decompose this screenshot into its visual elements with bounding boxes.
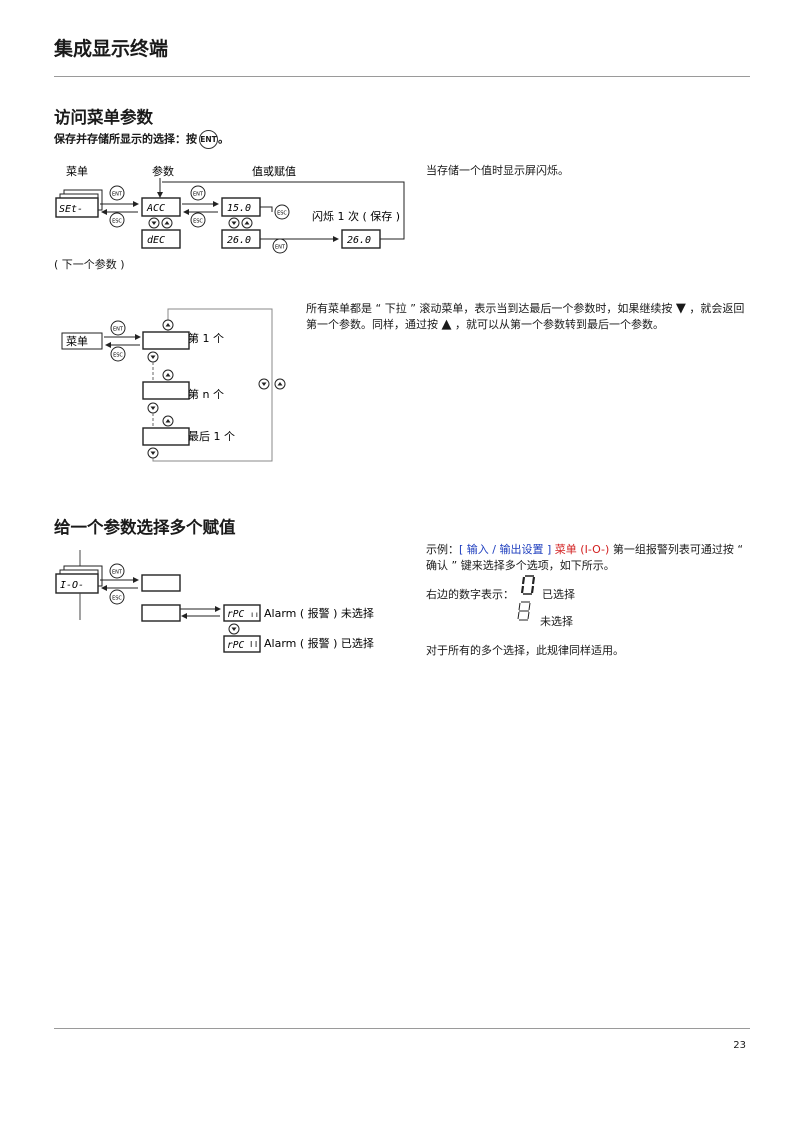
label-value: 值或赋值 (252, 165, 296, 178)
svg-text:ı ı: ı ı (251, 610, 258, 619)
svg-text:ESC: ESC (113, 353, 123, 359)
scroll-desc-c: ，就可以从第一个参数转到最后一个参数。 (455, 318, 664, 331)
digit-intro: 右边的数字表示： (426, 588, 514, 601)
example-rest: 第一组报警列表可通过按 “ 确认 ” 键来选择多个选项，如下所示。 (426, 543, 744, 572)
ent-icon (109, 185, 125, 201)
esc-icon (109, 212, 125, 228)
footer-rule (54, 1028, 750, 1029)
section1-heading: 访问菜单参数 (54, 108, 153, 127)
svg-text:ESC: ESC (112, 219, 122, 225)
dec-display (141, 229, 181, 249)
multi-select-diagram: I-O- ENT ESC rPC ı ı Alarm ( 报警 ) 未选择 rP… (55, 550, 374, 653)
acc-display-text: ACC (146, 203, 165, 214)
menu-display (55, 197, 99, 218)
first-param-box (142, 331, 190, 350)
svg-text:ENT: ENT (112, 570, 123, 576)
svg-text:ESC: ESC (112, 596, 122, 602)
down-triangle-icon: ▼ (675, 301, 686, 316)
label-menu: 菜单 (66, 165, 88, 178)
svg-text:ENT: ENT (112, 192, 123, 198)
value-display-1-text: 15.0 (227, 203, 251, 214)
example-menu-path: [ 输入 / 输出设置 ] (459, 543, 552, 556)
menu-box-label: 菜单 (66, 335, 88, 348)
example-text: 示例：[ 输入 / 输出设置 ] 菜单 (I-O-) 第一组报警列表可通过按 “… (426, 542, 756, 574)
alarm-not-selected: Alarm ( 报警 ) 未选择 (264, 606, 374, 620)
flash-label: 闪烁 1 次 ( 保存 ) (312, 209, 400, 223)
esc-icon (110, 346, 126, 362)
svg-text:ENT: ENT (275, 245, 286, 251)
dec-display-text: dEC (147, 235, 165, 246)
instruction-text: 保存并存储所显示的选择：按 (54, 132, 197, 146)
not-selected-label: 未选择 (540, 615, 573, 628)
last-param-box (142, 427, 190, 446)
flash-note: 当存储一个值时显示屏闪烁。 (426, 164, 569, 177)
scroll-desc-a: 所有菜单都是 “ 下拉 ” 滚动菜单，表示当到达最后一个参数时，如果继续按 (306, 302, 673, 315)
page-number: 23 (733, 1040, 746, 1051)
scroll-desc-b: ，就会返回第一个参数。同样，通过按 (306, 302, 745, 331)
rpc-a-text: rPC (227, 609, 244, 620)
segment-not-selected-icon (517, 601, 531, 621)
value-display-3-text: 26.0 (347, 235, 371, 246)
section3-heading: 给一个参数选择多个赋值 (54, 518, 236, 537)
segment-selected-icon (520, 575, 536, 595)
acc-display (141, 197, 181, 217)
param-box-bottom (141, 604, 181, 622)
rpc-b-text: rPC (227, 640, 244, 651)
svg-text:ESC: ESC (193, 219, 203, 225)
ent-icon (272, 238, 288, 254)
param-box-top (141, 574, 181, 592)
svg-text:ENT: ENT (193, 192, 204, 198)
menu-display-text: SEt- (59, 204, 83, 215)
io-display-text: I-O- (60, 580, 84, 591)
esc-icon (274, 204, 290, 220)
esc-icon (109, 589, 125, 605)
ent-icon (190, 185, 206, 201)
rpc-display-b (223, 635, 261, 653)
menu-box (61, 332, 103, 350)
rpc-display-a (223, 604, 261, 622)
first-param-label: 第 1 个 (188, 331, 224, 345)
svg-text:ENT: ENT (113, 327, 124, 333)
value-display-2-text: 26.0 (227, 235, 251, 246)
ent-key-icon: ENT (199, 130, 218, 149)
next-param-label: ( 下一个参数 ) (54, 258, 125, 271)
up-triangle-icon: ▲ (441, 317, 452, 332)
esc-icon (190, 212, 206, 228)
menu-access-diagram: 菜单 参数 值或赋值 SEt- ENT ESC ACC dEC ENT ESC … (55, 164, 405, 254)
nth-param-box (142, 381, 190, 400)
selected-label: 已选择 (542, 588, 575, 601)
header-rule (54, 76, 750, 77)
nth-param-label: 第 n 个 (188, 387, 224, 401)
svg-text:I I: I I (250, 640, 257, 649)
last-param-label: 最后 1 个 (188, 430, 235, 443)
rule-note: 对于所有的多个选择，此规律同样适用。 (426, 644, 624, 657)
example-prefix: 示例： (426, 543, 459, 556)
svg-text:ESC: ESC (277, 211, 287, 217)
ent-icon (110, 320, 126, 336)
ent-icon (109, 563, 125, 579)
scroll-description: 所有菜单都是 “ 下拉 ” 滚动菜单，表示当到达最后一个参数时，如果继续按 ▼ … (306, 301, 750, 333)
page-title: 集成显示终端 (54, 38, 169, 60)
label-param: 参数 (152, 164, 174, 178)
alarm-selected: Alarm ( 报警 ) 已选择 (264, 636, 374, 650)
scroll-menu-diagram: 菜单 ENT ESC 第 1 个 第 n 个 最后 1 个 (61, 308, 286, 462)
example-menu-code: 菜单 (I-O-) (554, 543, 610, 556)
io-display (55, 573, 99, 594)
instruction-end: 。 (218, 132, 229, 146)
